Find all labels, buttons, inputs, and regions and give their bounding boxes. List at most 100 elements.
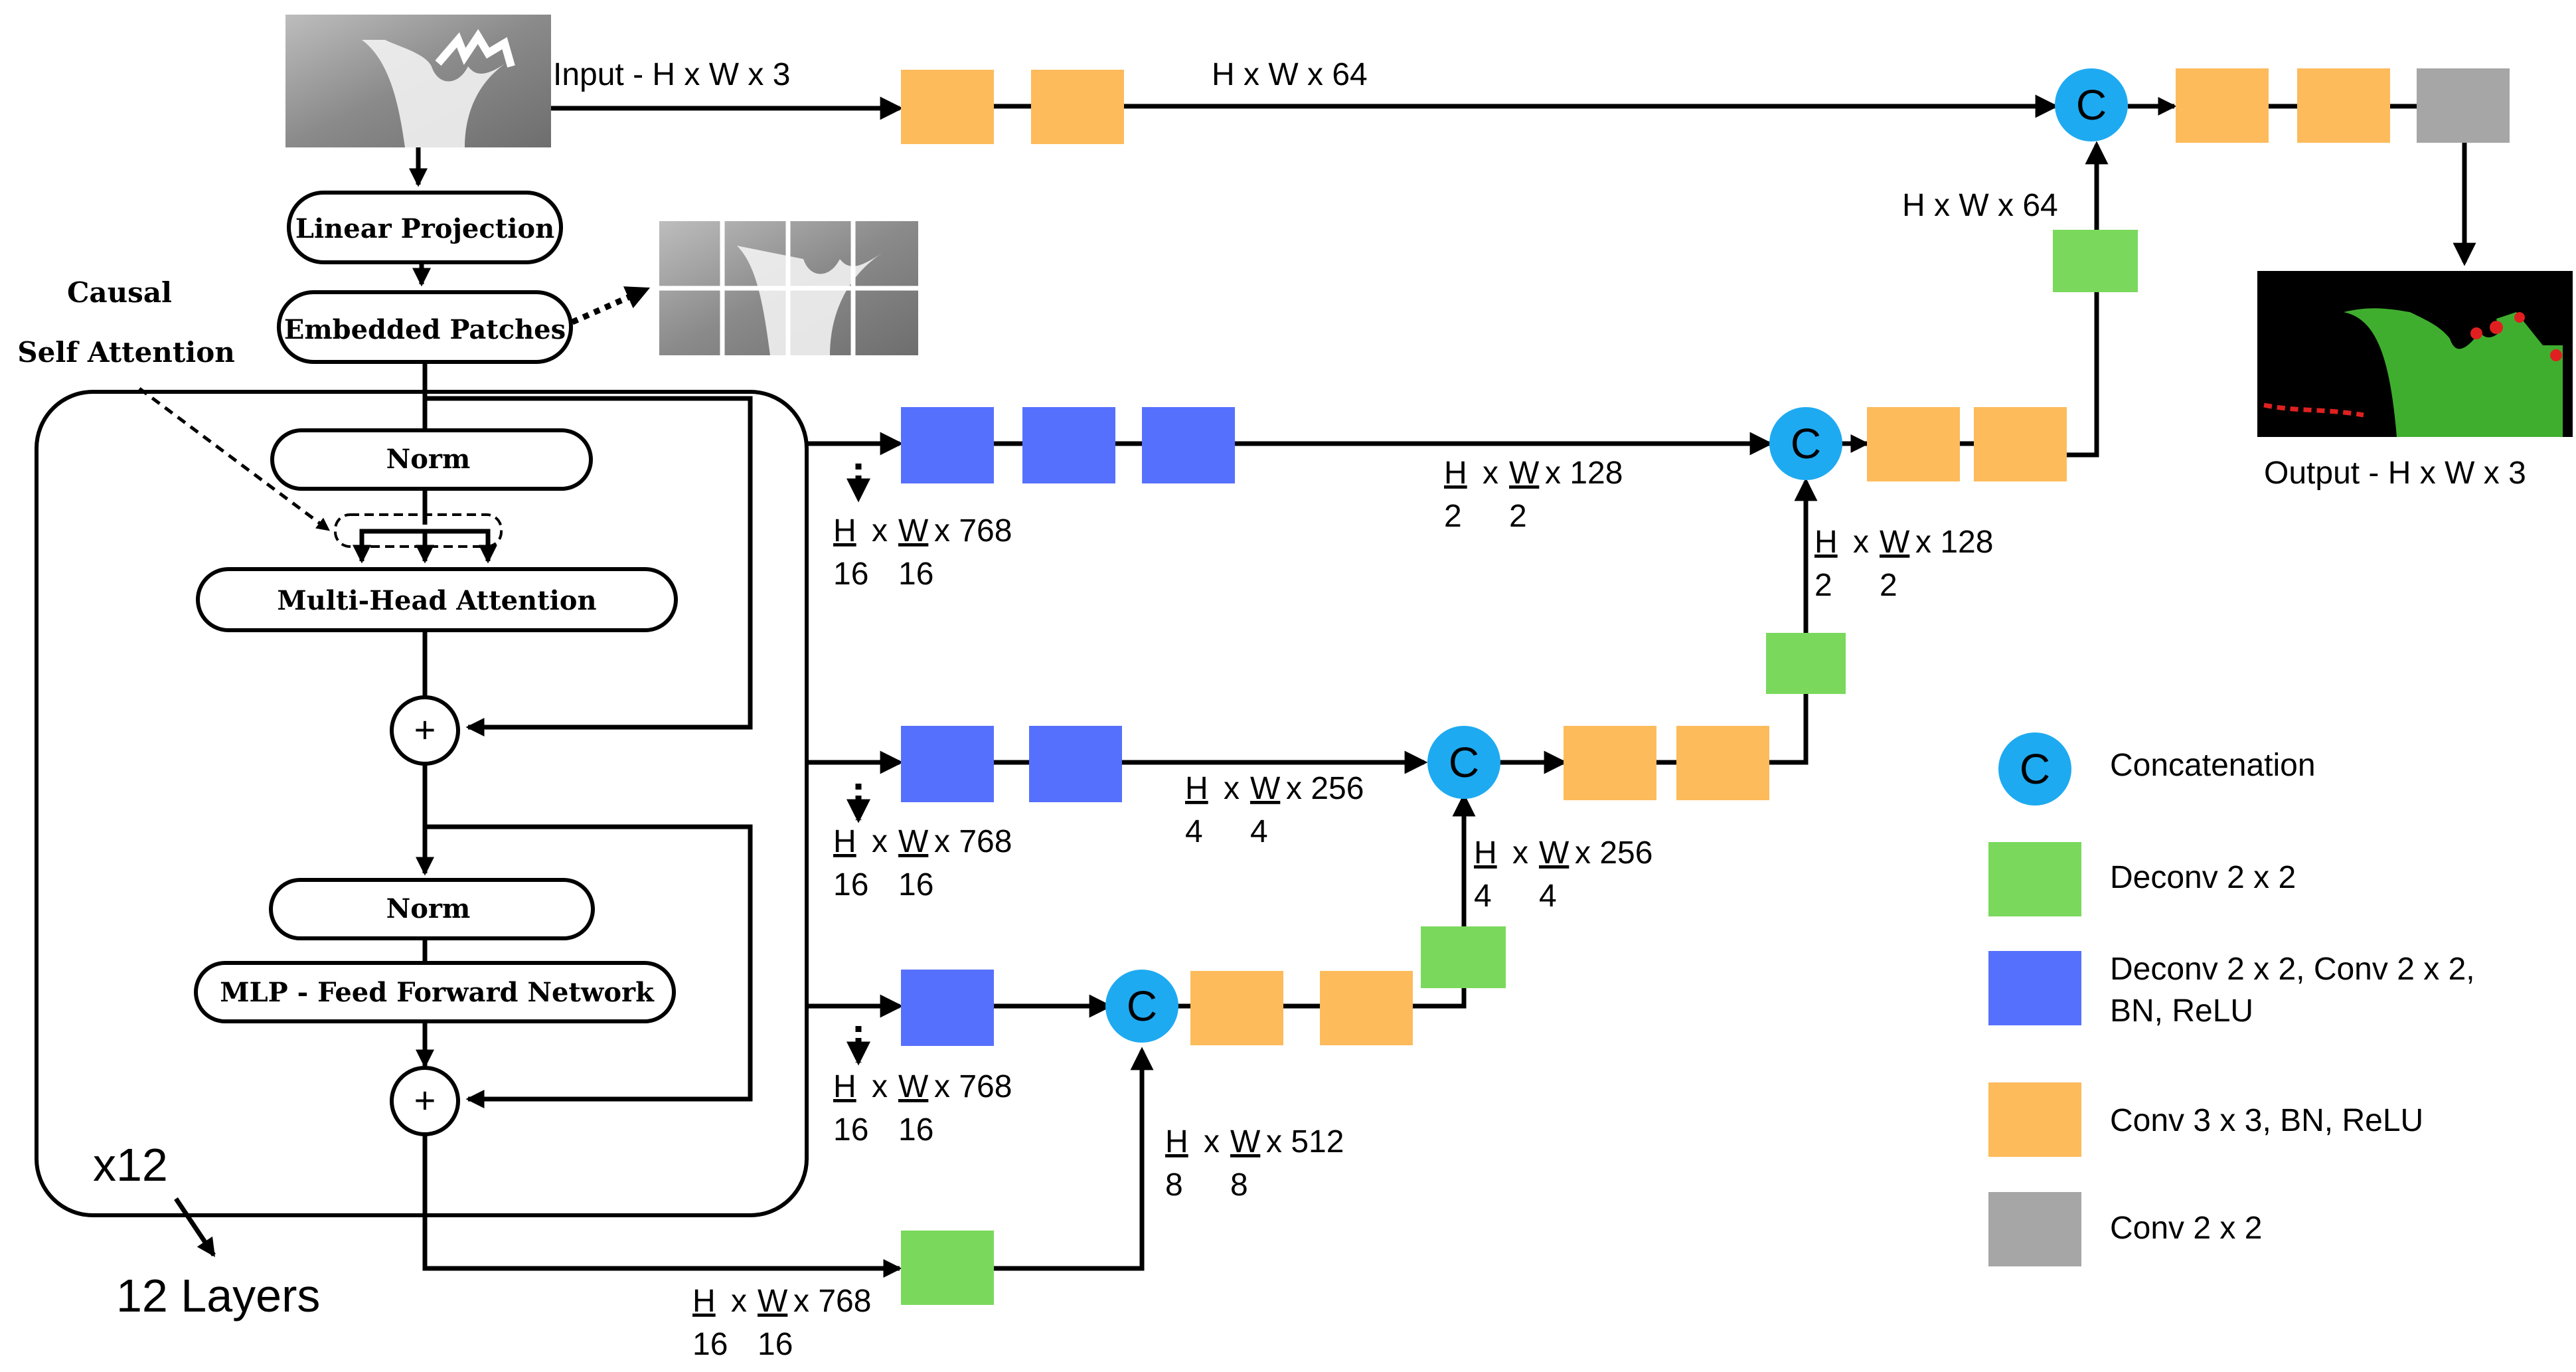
legend-concat-label: Concatenation — [2110, 748, 2316, 783]
linear-projection-label: Linear Projection — [295, 213, 554, 244]
concat1-conv-1 — [1867, 407, 1960, 481]
dim-h-denominator: 16 — [692, 1327, 728, 1362]
norm-2-label: Norm — [386, 893, 471, 924]
concat-0-letter: C — [2076, 81, 2107, 129]
dim-w: W — [1509, 456, 1540, 491]
dim-h-denominator: 8 — [1165, 1167, 1183, 1203]
dim-times: x — [1204, 1124, 1220, 1159]
concat1-conv-2 — [1974, 407, 2067, 481]
dim-channels: x 768 — [934, 824, 1012, 859]
legend-gray-label: Conv 2 x 2 — [2110, 1211, 2262, 1246]
dim-w: W — [1250, 771, 1281, 806]
encoder-final-to-deconv — [422, 1134, 902, 1278]
dim-times: x — [872, 1069, 888, 1104]
add-node-1: + — [390, 695, 460, 766]
row1-deconv-block-1 — [901, 407, 994, 483]
dim-h: H — [1474, 835, 1497, 871]
dim-w-denominator: 4 — [1250, 814, 1268, 849]
norm-1-label: Norm — [386, 444, 471, 475]
dim-w-denominator: 16 — [758, 1327, 793, 1362]
dim-w: W — [758, 1284, 788, 1319]
concat-2-letter: C — [1449, 738, 1479, 786]
causal-label: Causal — [67, 276, 172, 309]
dim-w-denominator: 16 — [898, 1112, 933, 1148]
dim-w: W — [898, 1069, 929, 1104]
input-image — [285, 15, 551, 147]
legend-blue-line2: BN, ReLU — [2110, 993, 2253, 1029]
residual-2 — [425, 824, 753, 1108]
dim-h-denominator: 2 — [1814, 568, 1832, 603]
concat-node-1: C — [1769, 407, 1842, 480]
orange-block-icon — [1988, 1082, 2081, 1157]
mlp-label: MLP - Feed Forward Network — [220, 977, 655, 1008]
add-1-symbol: + — [414, 709, 436, 750]
self-attention-label: Self Attention — [17, 336, 235, 369]
multi-head-attention-box: Multi-Head Attention — [196, 567, 678, 632]
green-block-icon — [1988, 842, 2081, 916]
concat-node-3: C — [1105, 970, 1178, 1043]
dim-w: W — [898, 824, 929, 859]
embedded-patches-box: Embedded Patches — [277, 290, 573, 364]
concat2-to-green-line — [1769, 694, 1809, 765]
dim-h: H — [1165, 1124, 1188, 1159]
dim-w: W — [1230, 1124, 1261, 1159]
dim-channels: x 128 — [1545, 456, 1623, 491]
top-dim-label: H x W x 64 — [1212, 57, 1368, 92]
right-dim-label: H x W x 64 — [1902, 188, 2058, 223]
bottom-to-concat — [994, 1047, 1154, 1271]
dim-h-denominator: 4 — [1474, 879, 1492, 914]
embedded-patches-label: Embedded Patches — [284, 314, 566, 345]
transformer-block — [35, 390, 809, 1217]
patch-grid — [659, 221, 918, 355]
deconv-green-2 — [1766, 633, 1846, 694]
x12-label: x12 — [93, 1139, 168, 1191]
layers-label: 12 Layers — [116, 1270, 320, 1322]
legend-deconv-conv: Deconv 2 x 2, Conv 2 x 2, BN, ReLU — [1988, 951, 2475, 1029]
add-2-symbol: + — [414, 1079, 436, 1121]
dim-channels: x 768 — [934, 513, 1012, 549]
dim-w-denominator: 8 — [1230, 1167, 1248, 1203]
deconv-green-3 — [1421, 926, 1506, 988]
dim-h-denominator: 2 — [1444, 499, 1462, 534]
norm-1-box: Norm — [270, 428, 593, 491]
legend-blue-line1: Deconv 2 x 2, Conv 2 x 2, — [2110, 952, 2475, 987]
top-conv-2 — [1031, 70, 1124, 144]
legend-conv-label: Conv 3 x 3, BN, ReLU — [2110, 1103, 2423, 1138]
dim-h: H — [1185, 771, 1208, 806]
concat3-conv-1 — [1190, 971, 1283, 1045]
input-label: Input - H x W x 3 — [553, 57, 790, 92]
row2-deconv-block-1 — [901, 726, 994, 802]
gray-block-icon — [1988, 1192, 2081, 1266]
norm-2-box: Norm — [269, 878, 595, 940]
dim-h-denominator: 16 — [833, 1112, 868, 1148]
dim-w: W — [898, 513, 929, 549]
dim-w-denominator: 2 — [1509, 499, 1527, 534]
dim-times: x — [872, 824, 888, 859]
legend-conv-out: Conv 2 x 2 — [1988, 1192, 2262, 1266]
dim-h-denominator: 16 — [833, 867, 868, 902]
legend-deconv: Deconv 2 x 2 — [1988, 842, 2296, 916]
final-conv-1 — [2176, 68, 2269, 143]
final-conv-2x2 — [2417, 68, 2510, 143]
dim-times: x — [1512, 835, 1528, 871]
dim-h: H — [833, 1069, 856, 1104]
dim-times: x — [731, 1284, 747, 1319]
mha-label: Multi-Head Attention — [277, 585, 596, 616]
dim-w-denominator: 4 — [1539, 879, 1557, 914]
dim-channels: x 256 — [1286, 771, 1364, 806]
concat2-conv-2 — [1676, 726, 1769, 800]
dim-h-denominator: 16 — [833, 557, 868, 592]
row1-deconv-block-3 — [1142, 407, 1235, 483]
deconv-green-1 — [2053, 230, 2138, 292]
dim-w: W — [1539, 835, 1570, 871]
concat-3-letter: C — [1127, 982, 1157, 1030]
dim-times: x — [1483, 456, 1498, 491]
dim-channels: x 768 — [934, 1069, 1012, 1104]
concat-node-0: C — [2055, 68, 2128, 141]
